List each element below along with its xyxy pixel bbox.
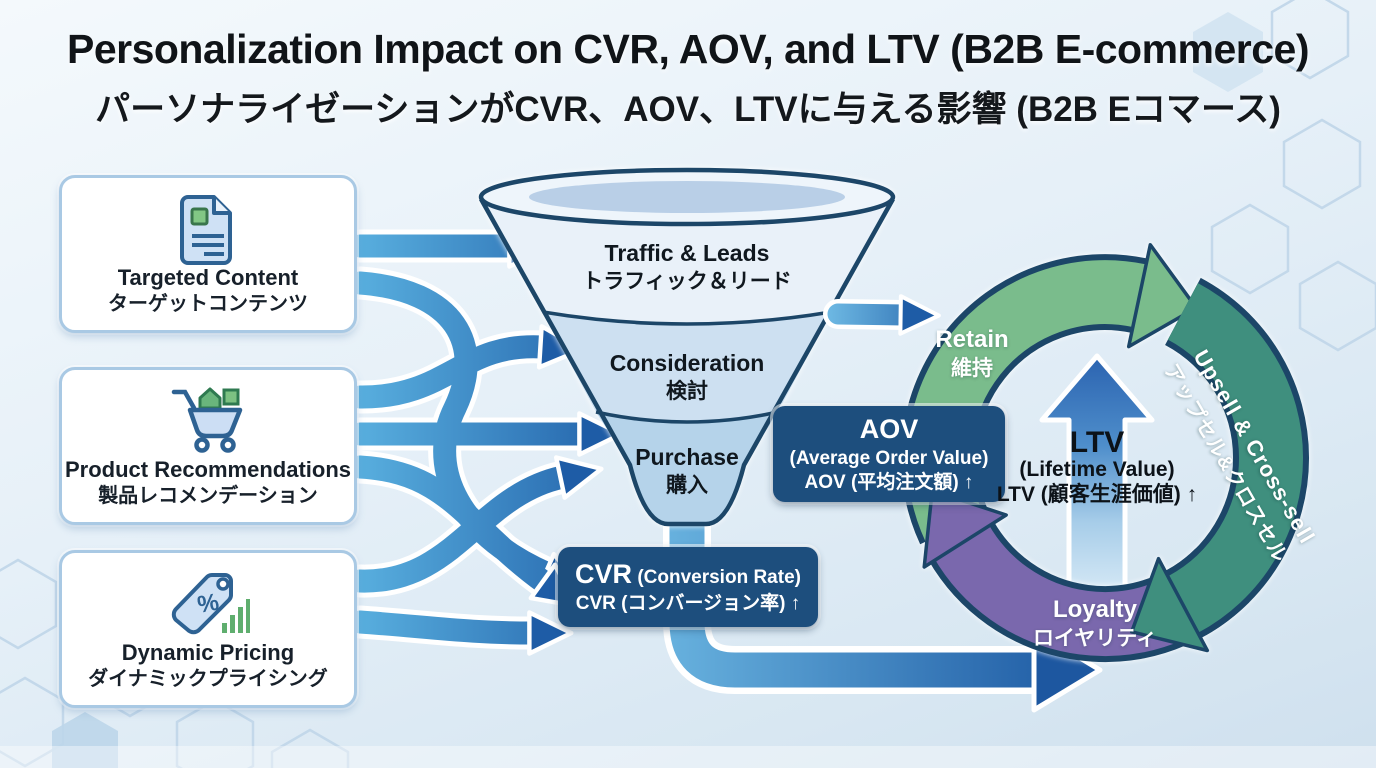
retain-label: Retain 維持 [935,326,1008,383]
cvr-abbr: CVR [575,559,633,590]
stage-label-ja: トラフィック＆リード [582,269,792,293]
retain-en: Retain [935,326,1009,353]
aov-metric-badge: AOV (Average Order Value) AOV (平均注文額) ↑ [773,406,1005,502]
card-product-recommendations: Product Recommendations 製品レコメンデーション [59,367,357,525]
card-subtitle: 製品レコメンデーション [98,485,318,507]
title-english: Personalization Impact on CVR, AOV, and … [66,26,1310,72]
retain-arrowhead [1126,243,1198,349]
stage-label-en: Traffic & Leads [604,240,770,266]
retain-ja: 維持 [950,356,993,380]
card-targeted-content: Targeted Content ターゲットコンテンツ [59,175,357,333]
stage-label-en: Purchase [635,444,739,470]
arrow-pricing-up [348,455,604,593]
funnel-stage-consideration: Consideration 検討 [610,350,765,405]
document-icon [172,192,244,273]
ltv-abbr: LTV [1069,426,1125,459]
price-tag-icon: % [166,567,250,644]
upsell-arc [1167,283,1304,633]
cvr-metric-badge: CVR (Conversion Rate) CVR (コンバージョン率) ↑ [558,547,818,627]
arrow-recs-up [348,324,585,409]
upsell-arrowhead [1129,556,1210,653]
arrow-funnel-to-retain [823,294,941,336]
page-title: Personalization Impact on CVR, AOV, and … [0,26,1376,132]
loyalty-en: Loyalty [1052,596,1138,623]
funnel-stage-traffic: Traffic & Leads トラフィック＆リード [582,240,792,295]
aov-abbr: AOV [859,414,919,445]
stage-label-ja: 購入 [666,473,708,497]
ltv-metric-label: LTV (Lifetime Value) LTV (顧客生涯価値) ↑ [997,428,1197,508]
card-title: Targeted Content [117,264,299,290]
cvr-line-en: CVR (Conversion Rate) [568,558,808,592]
card-subtitle: ダイナミックプライシング [88,668,328,690]
arrow-pricing-straight [348,610,574,656]
loyalty-arrowhead [922,489,1008,569]
card-title: Product Recommendations [64,456,352,482]
svg-text:%: % [195,589,221,619]
loyalty-ja: ロイヤリティ [1032,626,1158,650]
ltv-full-ja: LTV (顧客生涯価値) ↑ [996,483,1198,507]
cvr-full-ja: CVR (コンバージョン率) ↑ [575,593,801,614]
ltv-full-en: (Lifetime Value) [1019,458,1175,481]
funnel-stage-purchase: Purchase 購入 [635,444,739,499]
aov-full-en: (Average Order Value) [789,448,989,470]
arrow-recs-down [348,455,579,609]
stage-label-ja: 検討 [666,379,708,403]
funnel-mouth [529,181,845,213]
personalization-flow-arrows [343,223,624,656]
conversion-funnel [478,167,896,527]
aov-full-ja: AOV (平均注文額) ↑ [804,471,974,493]
stage-label-en: Consideration [609,350,765,376]
bottom-fade-strip [0,746,1376,768]
loyalty-label: Loyalty ロイヤリティ [1033,596,1157,653]
card-subtitle: ターゲットコンテンツ [108,293,308,315]
shopping-cart-icon [168,384,248,459]
card-dynamic-pricing: % Dynamic Pricing ダイナミックプライシング [59,550,357,708]
cvr-full-en: (Conversion Rate) [632,567,801,589]
title-japanese: パーソナライゼーションがCVR、AOV、LTVに与える影響 (B2B Eコマース… [95,90,1281,129]
card-title: Dynamic Pricing [121,639,295,665]
